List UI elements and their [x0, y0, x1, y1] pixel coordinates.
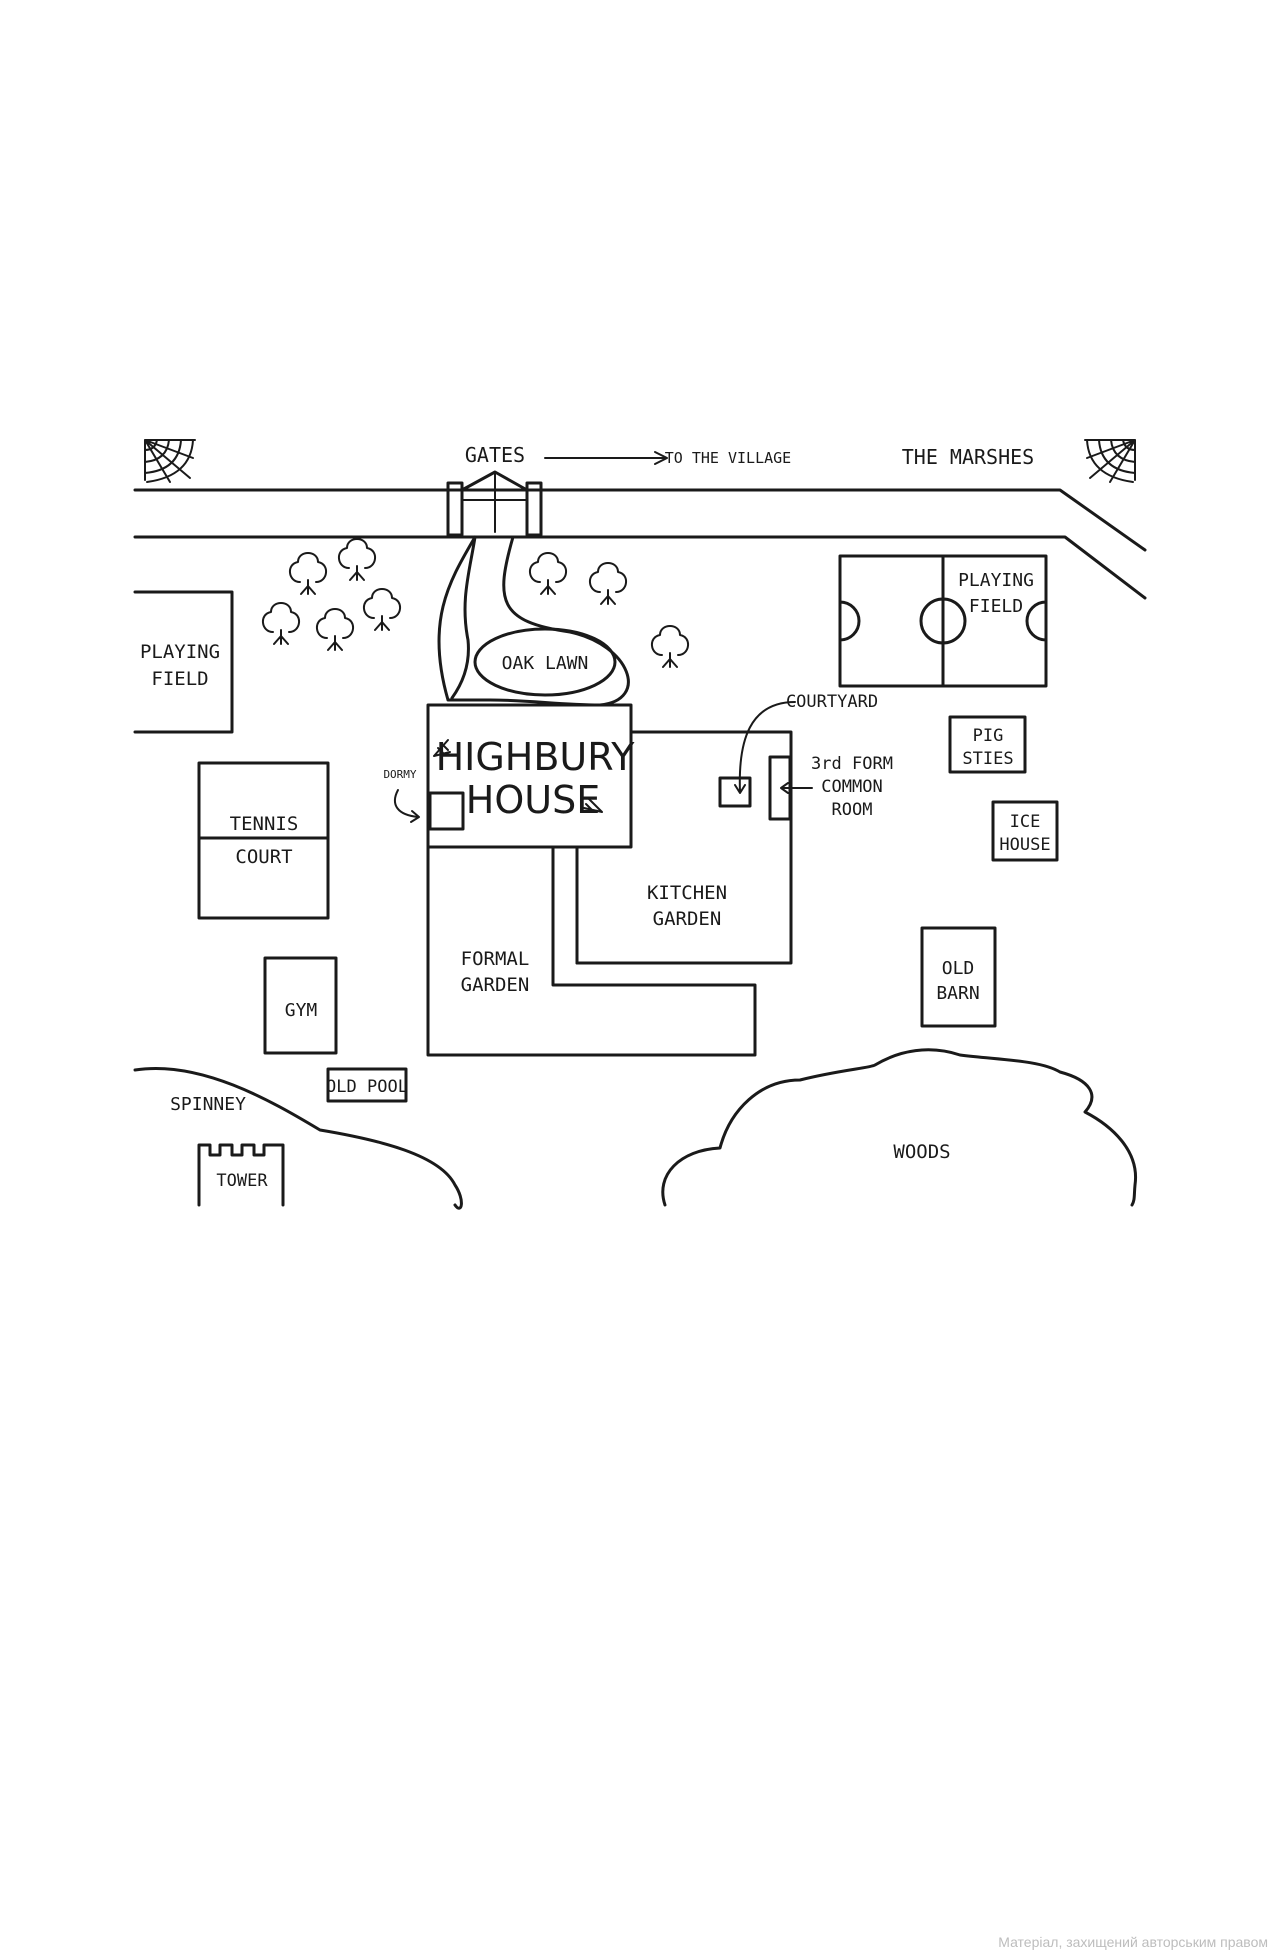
tree-icon [289, 552, 327, 595]
arrow-icon [780, 782, 813, 794]
tower-icon [197, 1143, 285, 1207]
arrow-icon [734, 701, 796, 794]
drive-inner [450, 535, 477, 700]
gate-icon [446, 470, 543, 537]
tree-icon [529, 552, 567, 595]
tower-label: TOWER [216, 1171, 268, 1191]
playing-field-right-line1: PLAYING [958, 570, 1034, 591]
third-form-line2: COMMON [821, 777, 882, 797]
arrow-icon [544, 451, 668, 465]
oak-lawn-label: OAK LAWN [502, 653, 589, 674]
old-barn [920, 926, 997, 1028]
tree-icon [316, 608, 354, 651]
dormy-room [428, 791, 465, 831]
road-bottom-edge [133, 535, 1147, 600]
tennis-court-line1: TENNIS [230, 813, 299, 835]
courtyard-label: COURTYARD [786, 692, 878, 712]
ice-house-line1: ICE [1010, 812, 1041, 832]
old-barn-line2: BARN [936, 983, 979, 1004]
woods-outline [661, 1048, 1138, 1207]
house-name-line1: HIGHBURY [436, 735, 636, 779]
tennis-court [197, 761, 330, 920]
third-form-line1: 3rd FORM [811, 754, 893, 774]
third-form-line3: ROOM [832, 800, 873, 820]
old-pool [326, 1067, 408, 1103]
tree-icon [589, 562, 627, 605]
highbury-house [426, 703, 633, 849]
cobweb-icon [433, 739, 451, 757]
kitchen-garden-line1: KITCHEN [647, 882, 727, 904]
playing-field-left-line1: PLAYING [140, 641, 220, 663]
cobweb-icon [1084, 439, 1136, 483]
cobweb-icon [583, 797, 603, 813]
house-name-line2: HOUSE [466, 778, 600, 822]
playing-field-left-line2: FIELD [151, 668, 208, 690]
tree-icon [651, 625, 689, 668]
spinney-outline [133, 1067, 463, 1210]
formal-garden-line2: GARDEN [461, 974, 530, 996]
old-pool-label: OLD POOL [326, 1077, 408, 1097]
to-village-label: TO THE VILLAGE [665, 449, 791, 467]
gym [263, 956, 338, 1055]
formal-garden-line1: FORMAL [461, 948, 530, 970]
playing-field-right [838, 554, 1048, 688]
old-barn-line1: OLD [942, 958, 975, 979]
marshes-label: THE MARSHES [902, 445, 1034, 469]
tree-icon [338, 538, 376, 581]
dormy-label: DORMY [383, 768, 416, 781]
formal-garden [426, 845, 757, 1057]
cobweb-icon [144, 439, 196, 483]
gates-label: GATES [465, 443, 525, 467]
kitchen-garden-line2: GARDEN [653, 908, 722, 930]
road-top-edge [133, 488, 1147, 552]
tree-icon [262, 602, 300, 645]
woods-label: WOODS [893, 1141, 950, 1163]
spinney-label: SPINNEY [170, 1094, 246, 1115]
tennis-court-line2: COURT [235, 846, 292, 868]
tree-icon [363, 588, 401, 631]
oak-lawn-outline [473, 627, 617, 697]
drive [437, 535, 630, 707]
playing-field-left [133, 590, 234, 734]
playing-field-right-line2: FIELD [969, 596, 1023, 617]
ice-house-line2: HOUSE [999, 835, 1050, 855]
pig-sties-line2: STIES [962, 749, 1013, 769]
ice-house [991, 800, 1059, 862]
arrow-icon [393, 789, 420, 823]
pig-sties [948, 715, 1027, 774]
gym-label: GYM [285, 1000, 318, 1021]
pig-sties-line1: PIG [973, 726, 1004, 746]
courtyard-box [718, 776, 752, 808]
watermark: Матеріал, захищений авторським правом [998, 1934, 1268, 1950]
